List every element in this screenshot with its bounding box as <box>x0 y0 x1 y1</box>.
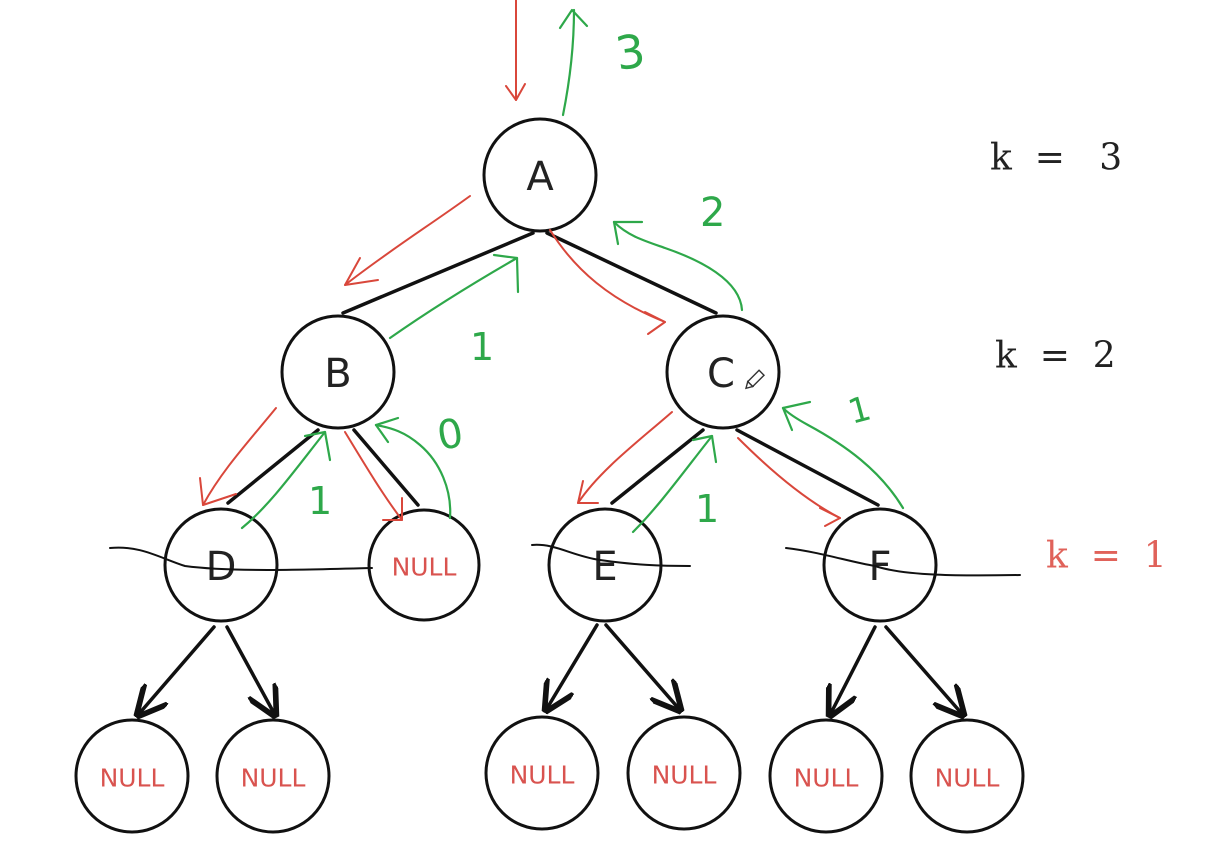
node-f-left-null-label: NULL <box>794 764 859 793</box>
node-e-left-null-label: NULL <box>510 761 575 790</box>
return-value-1-c: 1 <box>844 388 875 432</box>
node-d-left-null-label: NULL <box>100 764 165 793</box>
node-c: C <box>665 314 781 430</box>
tree-edges <box>138 231 963 715</box>
node-b-right-null: NULL <box>367 508 481 622</box>
return-value-2: 2 <box>700 190 725 236</box>
node-d-right-null-circle <box>215 718 331 834</box>
node-c-circle <box>665 314 781 430</box>
edge-b-null <box>352 428 420 507</box>
edge-c-f <box>735 428 880 507</box>
level-label-k1: k = 1 <box>1046 536 1167 577</box>
node-d-right-null-label: NULL <box>241 764 306 793</box>
red-arrow-c-to-e <box>577 411 673 504</box>
node-e-left-null-circle <box>484 715 600 831</box>
node-b-right-null-label: NULL <box>392 553 457 582</box>
cut-line-right <box>785 547 1021 577</box>
traverse-down-arrows <box>199 0 841 527</box>
node-e-left-null: NULL <box>484 715 600 831</box>
level-labels: k = 3 k = 2 k = 1 <box>990 138 1167 577</box>
red-arrow-into-a <box>505 0 526 101</box>
node-d-label: D <box>206 544 237 590</box>
edge-f-null-right <box>884 625 963 715</box>
pencil-icon <box>745 369 766 390</box>
node-f-left-null-circle <box>768 718 884 834</box>
node-e-right-null-circle <box>626 715 742 831</box>
node-a-label: A <box>526 154 554 200</box>
green-arrow-b-to-a <box>388 253 520 340</box>
node-e: E <box>547 507 663 623</box>
edge-e-null-left <box>546 623 599 710</box>
red-arrow-c-to-f <box>737 437 841 527</box>
node-b-label: B <box>324 351 351 397</box>
tree-nodes: A B C D NULL E F <box>74 117 1025 834</box>
red-arrow-a-to-b <box>344 195 471 286</box>
return-value-1-e: 1 <box>695 487 719 531</box>
node-b-circle <box>280 314 396 430</box>
edge-b-d <box>226 428 320 505</box>
return-value-0: 0 <box>434 410 467 460</box>
node-f-circle <box>822 507 938 623</box>
node-f-right-null: NULL <box>909 718 1025 834</box>
green-arrow-f-to-c <box>781 400 905 510</box>
node-d-right-null: NULL <box>215 718 331 834</box>
edge-f-null-left <box>830 625 877 715</box>
node-f-right-null-circle <box>909 718 1025 834</box>
node-f: F <box>822 507 938 623</box>
node-c-label: C <box>707 351 735 397</box>
node-d-circle <box>163 507 279 623</box>
level-label-k3: k = 3 <box>990 138 1122 179</box>
node-d-left-null: NULL <box>74 718 190 834</box>
cut-line-left <box>109 546 373 571</box>
return-value-labels: 3 2 1 1 0 1 1 <box>308 23 875 531</box>
edge-a-b <box>341 231 535 315</box>
green-arrow-null-to-b <box>374 416 452 520</box>
green-arrow-a-return <box>558 8 589 117</box>
node-f-right-null-label: NULL <box>935 764 1000 793</box>
node-e-right-null: NULL <box>626 715 742 831</box>
return-up-arrows <box>240 8 905 534</box>
edge-a-c <box>545 231 718 315</box>
red-arrow-b-to-d <box>199 407 277 506</box>
green-arrow-d-to-b <box>240 430 332 530</box>
node-b: B <box>280 314 396 430</box>
node-d-left-null-circle <box>74 718 190 834</box>
red-arrow-b-to-null <box>344 431 403 521</box>
node-e-right-null-label: NULL <box>652 761 717 790</box>
node-b-right-null-circle <box>367 508 481 622</box>
edge-c-e <box>610 428 705 505</box>
return-value-1-d: 1 <box>308 479 332 523</box>
cut-line-middle <box>531 543 691 567</box>
return-value-3: 3 <box>612 23 649 81</box>
green-arrow-c-to-a <box>612 220 744 312</box>
edge-e-null-right <box>604 623 680 710</box>
return-value-1-b: 1 <box>470 325 494 369</box>
node-e-label: E <box>592 544 617 590</box>
green-arrow-e-to-c <box>631 434 718 534</box>
node-d: D <box>163 507 279 623</box>
node-a: A <box>482 117 598 233</box>
node-a-circle <box>482 117 598 233</box>
level-k1-cut-lines <box>109 543 1021 577</box>
edge-d-null-left <box>138 625 216 715</box>
level-label-k2: k = 2 <box>995 336 1116 377</box>
edge-d-null-right <box>225 625 275 715</box>
node-f-left-null: NULL <box>768 718 884 834</box>
red-arrow-a-to-c <box>549 229 666 335</box>
